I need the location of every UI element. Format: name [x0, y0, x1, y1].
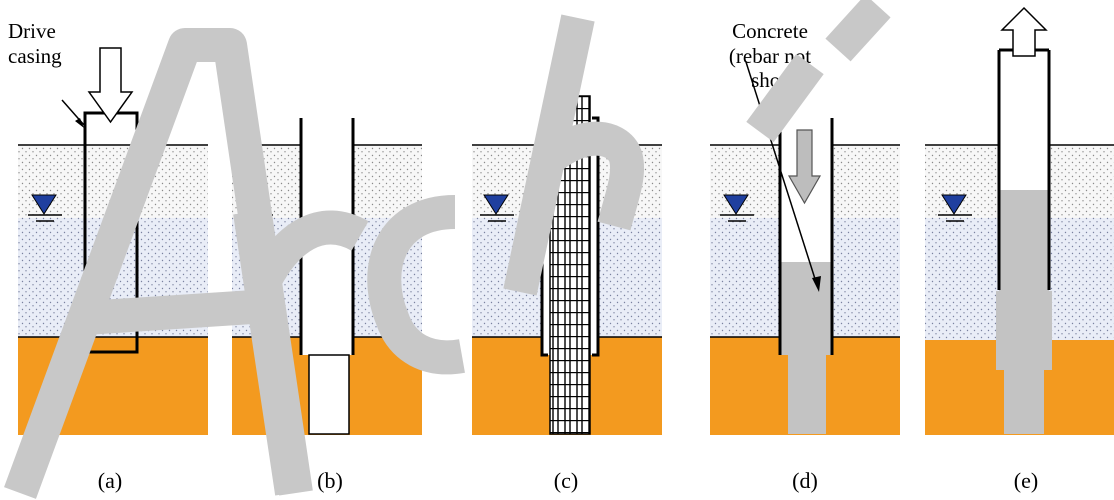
watermark-letter-r — [233, 209, 369, 496]
archive-watermark — [4, 0, 891, 499]
panel-label-e: (e) — [1014, 468, 1038, 493]
casing-right-wall — [592, 116, 600, 357]
water-table-triangle-icon — [480, 194, 514, 222]
concrete-pointer-head — [812, 276, 821, 292]
concrete-fill — [780, 262, 832, 434]
panel-label-c: (c) — [554, 468, 578, 493]
casing-interior — [999, 50, 1049, 190]
drive-casing-label-line1: Drive — [8, 19, 56, 43]
panel-e: (e) — [925, 6, 1114, 493]
down-arrow-icon — [87, 47, 134, 124]
down-arrow-icon — [787, 129, 822, 205]
watermark-letter-dash — [825, 0, 891, 62]
up-arrow-icon — [1000, 6, 1048, 57]
drilled-hole — [308, 354, 350, 435]
concrete-label-line1: Concrete — [732, 19, 808, 43]
panel-label-b: (b) — [317, 468, 343, 493]
watermark-letter-a-bar — [83, 289, 270, 335]
concrete-column — [996, 190, 1052, 434]
watermark-letter-i — [746, 53, 824, 143]
water-table-triangle-icon — [28, 194, 62, 222]
panel-d: Concrete (rebar not shown) (d) — [710, 19, 900, 493]
panel-label-a: (a) — [98, 468, 122, 493]
panel-label-d: (d) — [792, 468, 818, 493]
water-table-triangle-icon — [720, 194, 754, 222]
concrete-pointer — [745, 61, 817, 283]
watermark-letter-h — [503, 14, 645, 296]
drive-casing-pointer-head — [75, 118, 84, 128]
water-table-triangle-icon — [938, 194, 972, 222]
drive-casing-label-line2: casing — [8, 44, 62, 68]
watermark-letter-c — [367, 195, 465, 375]
